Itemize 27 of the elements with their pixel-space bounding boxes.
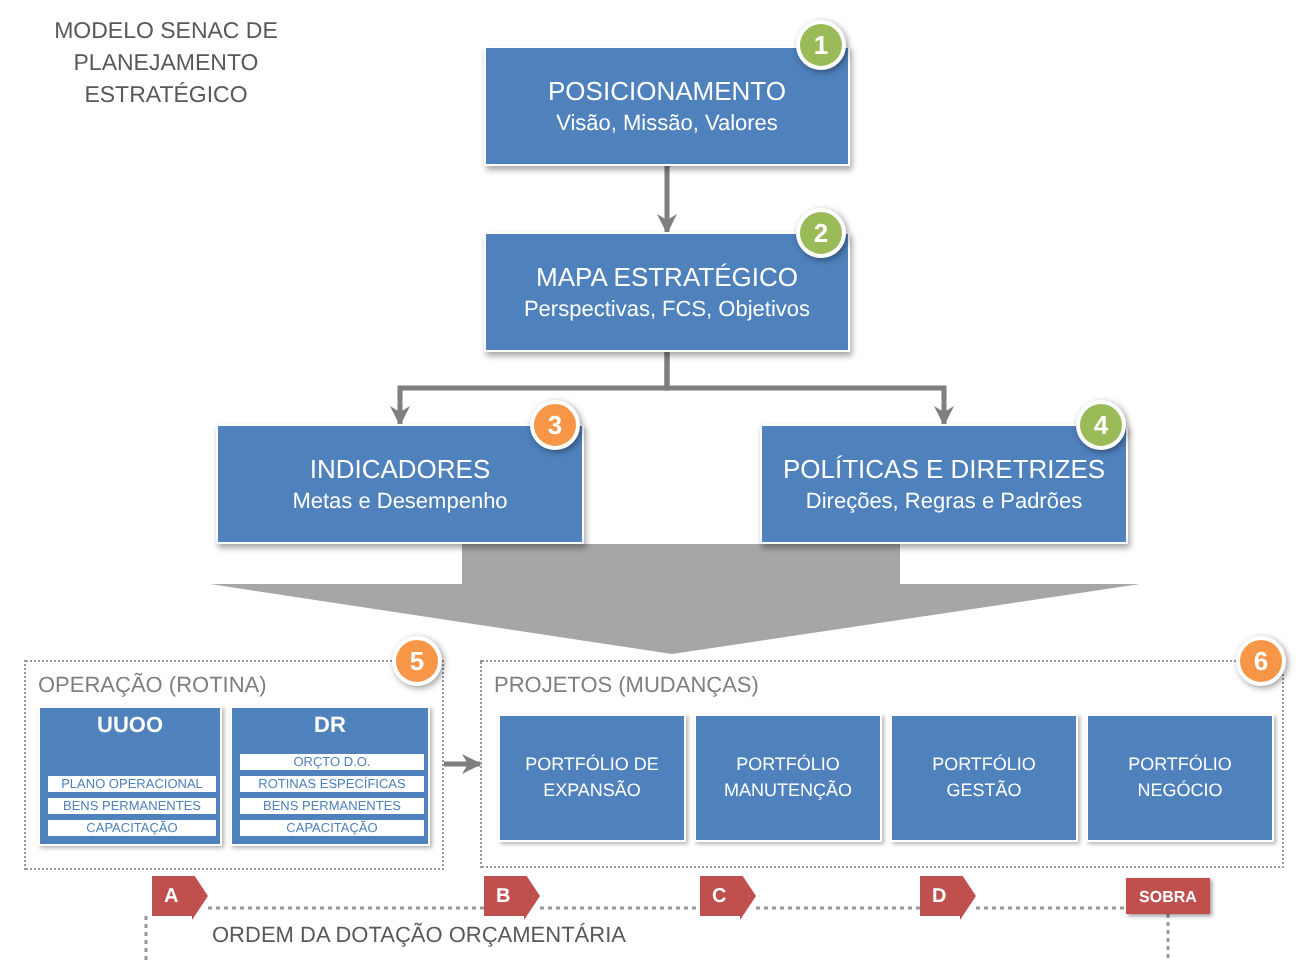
- block-arrow: [210, 544, 1140, 654]
- diagram-title: MODELO SENAC DE PLANEJAMENTO ESTRATÉGICO: [52, 18, 280, 113]
- arrow: [444, 754, 482, 774]
- portfolio-box: PORTFÓLIO MANUTENÇÃO: [694, 714, 882, 842]
- dotted-line: [144, 916, 148, 960]
- dotted-line: [540, 906, 700, 910]
- dotted-line: [756, 906, 920, 910]
- step-number-badge: 3: [530, 400, 580, 450]
- letter-arrow-tag: A: [152, 876, 208, 916]
- dotted-line: [1166, 914, 1170, 960]
- step-number-badge: 6: [1236, 636, 1286, 686]
- portfolio-box: PORTFÓLIO DE EXPANSÃO: [498, 714, 686, 842]
- step-number-badge: 1: [796, 20, 846, 70]
- portfolio-box: PORTFÓLIO NEGÓCIO: [1086, 714, 1274, 842]
- step-number-badge: 2: [796, 208, 846, 258]
- label-tag: SOBRA: [1126, 878, 1210, 914]
- portfolio-box: PORTFÓLIO GESTÃO: [890, 714, 1078, 842]
- dotted-line: [208, 906, 484, 910]
- letter-arrow-tag: B: [484, 876, 540, 916]
- letter-arrow-tag: D: [920, 876, 976, 916]
- axis-caption: ORDEM DA DOTAÇÃO ORÇAMENTÁRIA: [212, 924, 626, 948]
- step-number-badge: 4: [1076, 400, 1126, 450]
- arrow: [664, 352, 954, 426]
- step-number-badge: 5: [392, 636, 442, 686]
- letter-arrow-tag: C: [700, 876, 756, 916]
- dotted-line: [976, 906, 1126, 910]
- arrow: [657, 166, 677, 234]
